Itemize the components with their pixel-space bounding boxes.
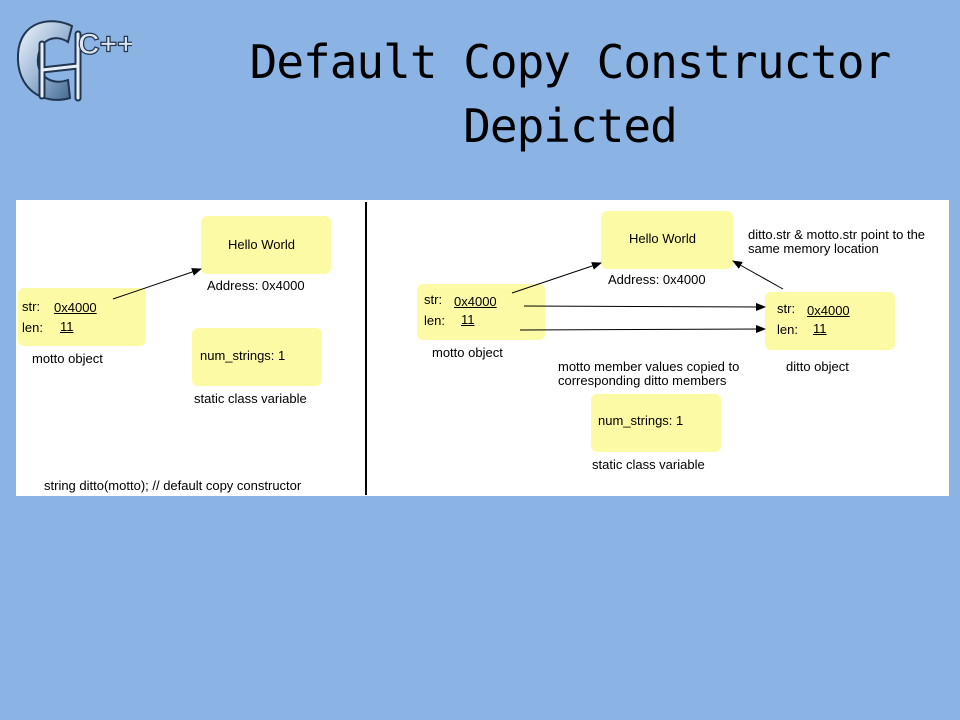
left-static-text: num_strings: 1 — [200, 348, 286, 363]
right-motto-object-box — [417, 284, 545, 340]
right-ditto-object-box — [765, 292, 895, 350]
left-code-line: string ditto(motto); // default copy con… — [44, 478, 302, 493]
left-address-label: Address: 0x4000 — [207, 278, 305, 293]
copy-str-arrow — [523, 302, 766, 311]
copy-len-arrow — [519, 325, 766, 334]
left-string-text: Hello World — [228, 237, 295, 252]
left-motto-caption: motto object — [32, 351, 103, 366]
right-motto-len-value: 11 — [461, 312, 475, 327]
diagram-arrows — [112, 260, 784, 334]
right-ditto-caption: ditto object — [786, 359, 849, 374]
right-string-box — [601, 211, 733, 269]
page-title-line2: Depicted — [463, 99, 678, 153]
right-static-caption: static class variable — [592, 457, 705, 472]
panel-divider — [365, 202, 367, 495]
left-motto-len-value: 11 — [60, 319, 74, 334]
left-motto-str-label: str: — [22, 299, 41, 314]
right-ditto-str-label: str: — [777, 301, 796, 316]
right-string-text: Hello World — [629, 231, 696, 246]
left-static-box — [192, 328, 322, 386]
right-copy-note-line2: corresponding ditto members — [558, 373, 727, 388]
right-motto-len-label: len: — [424, 313, 445, 328]
right-motto-str-label: str: — [424, 292, 443, 307]
right-motto-caption: motto object — [432, 345, 503, 360]
cpp-logo-icon: C++ — [16, 20, 132, 102]
svg-text:C++: C++ — [78, 28, 132, 61]
right-note-line2: same memory location — [748, 241, 879, 256]
page-title-line1: Default Copy Constructor — [249, 35, 892, 89]
left-string-box — [201, 216, 331, 274]
right-static-text: num_strings: 1 — [598, 413, 684, 428]
left-motto-len-label: len: — [22, 320, 43, 335]
diagram-panel: Hello World Address: 0x4000 str: 0x4000 … — [16, 200, 949, 496]
right-ditto-str-value: 0x4000 — [807, 303, 850, 318]
right-address-label: Address: 0x4000 — [608, 272, 706, 287]
right-motto-str-value: 0x4000 — [454, 294, 497, 309]
left-pointer-arrow — [112, 268, 202, 300]
right-copy-note-line1: motto member values copied to — [558, 359, 740, 374]
right-ditto-pointer-arrow — [732, 260, 784, 290]
left-motto-object-box — [18, 288, 146, 346]
left-static-caption: static class variable — [194, 391, 307, 406]
right-note-line1: ditto.str & motto.str point to the — [748, 227, 926, 242]
right-static-box — [591, 394, 721, 452]
right-motto-pointer-arrow — [511, 262, 602, 294]
right-ditto-len-value: 11 — [813, 321, 827, 336]
left-motto-str-value: 0x4000 — [54, 300, 97, 315]
right-ditto-len-label: len: — [777, 322, 798, 337]
